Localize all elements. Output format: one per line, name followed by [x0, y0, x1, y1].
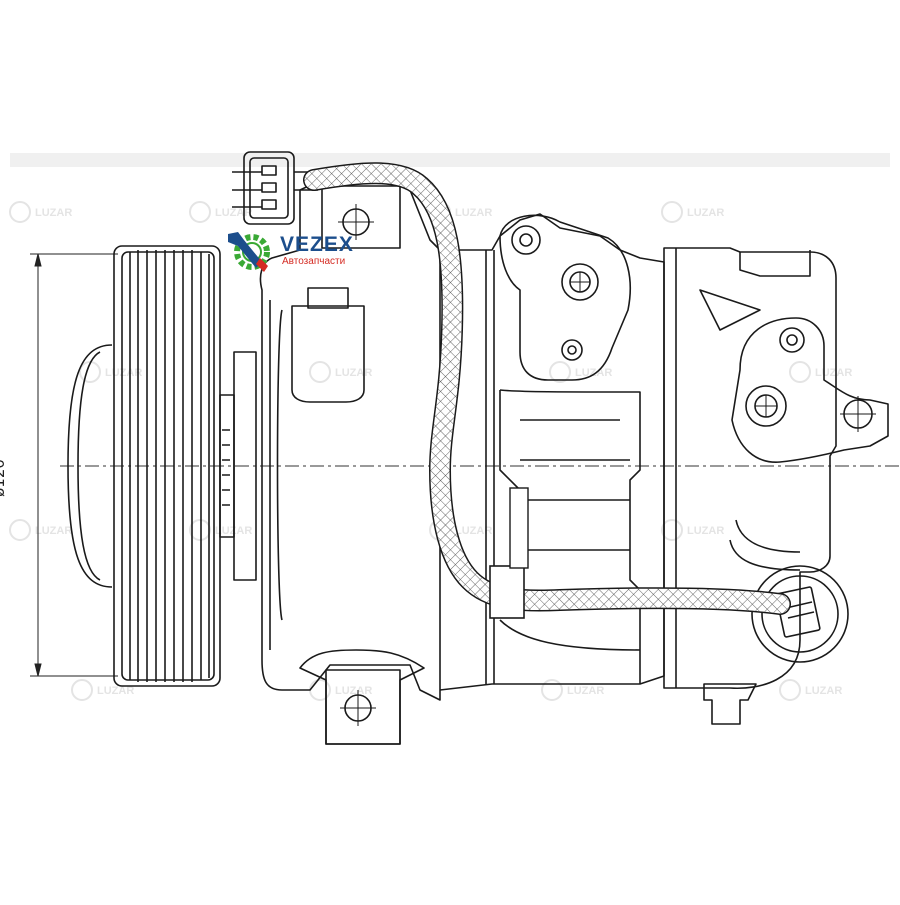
watermark-text: LUZAR [687, 525, 724, 537]
watermark: LUZAR [541, 679, 604, 701]
watermarks: LUZAR LUZAR LUZAR LUZAR LUZAR LUZAR LUZA… [9, 201, 852, 701]
bottom-mounting-ear [299, 649, 425, 745]
discharge-port [731, 317, 889, 463]
watermark-text: LUZAR [805, 685, 842, 697]
watermark: LUZAR [189, 201, 252, 223]
watermark: LUZAR [661, 201, 724, 223]
clutch-plate [67, 344, 113, 588]
watermark-text: LUZAR [455, 525, 492, 537]
watermark: LUZAR [71, 679, 134, 701]
sensor-plug [291, 287, 365, 403]
suction-port [499, 214, 631, 381]
watermark-text: LUZAR [105, 367, 142, 379]
logo-subtitle: Автозапчасти [282, 256, 346, 267]
cylinder-body [439, 213, 665, 691]
watermark: LUZAR [309, 679, 372, 701]
electrical-connector [232, 151, 318, 225]
dimension-line [30, 253, 118, 677]
watermark: LUZAR [789, 361, 852, 383]
watermark: LUZAR [779, 679, 842, 701]
watermark: LUZAR [309, 361, 372, 383]
compressor-outline [67, 151, 889, 745]
watermark-text: LUZAR [335, 367, 372, 379]
watermark: LUZAR [9, 201, 72, 223]
gear-wrench-icon [228, 232, 270, 272]
watermark-text: LUZAR [455, 207, 492, 219]
braided-cable [303, 162, 791, 615]
watermark: LUZAR [661, 519, 724, 541]
watermark-text: LUZAR [575, 367, 612, 379]
watermark-text: LUZAR [687, 207, 724, 219]
drain-fitting [703, 683, 757, 725]
watermark-text: LUZAR [35, 525, 72, 537]
watermark-text: LUZAR [97, 685, 134, 697]
watermark-text: LUZAR [215, 207, 252, 219]
top-mounting-ear [321, 185, 401, 249]
dimension-label: ø120 [0, 459, 8, 497]
brand-logo: VEZEX Автозапчасти [222, 228, 372, 274]
watermark: LUZAR [549, 361, 612, 383]
watermark-text: LUZAR [335, 685, 372, 697]
rear-housing [663, 247, 837, 690]
watermark-text: LUZAR [567, 685, 604, 697]
control-valve [751, 565, 849, 663]
watermark-text: LUZAR [35, 207, 72, 219]
logo-brand-text: VEZEX [280, 233, 354, 256]
watermark-text: LUZAR [815, 367, 852, 379]
cable-clamp [489, 565, 525, 619]
pulley [113, 245, 221, 687]
diameter-dimension: ø120 [0, 438, 38, 502]
watermark: LUZAR [9, 519, 72, 541]
